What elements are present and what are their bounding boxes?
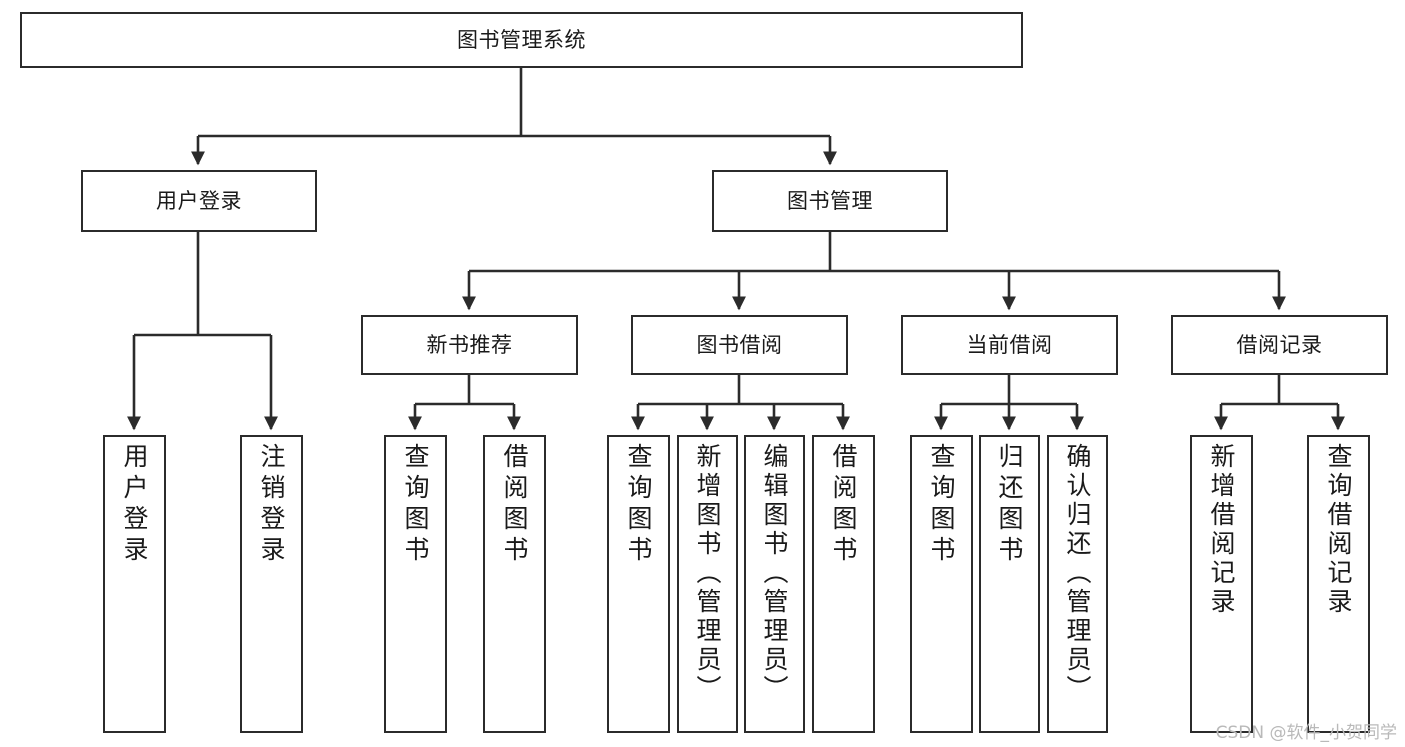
leaf-label: 确认归还（管理员） xyxy=(1063,443,1092,704)
node-root-label: 图书管理系统 xyxy=(457,27,586,52)
leaf-borrow-add-book-admin[interactable]: 新增图书（管理员） xyxy=(677,435,738,733)
leaf-new-book-query[interactable]: 查询图书 xyxy=(384,435,447,733)
leaf-user-login-login[interactable]: 用户登录 xyxy=(103,435,166,733)
leaf-records-add-record[interactable]: 新增借阅记录 xyxy=(1190,435,1253,733)
leaf-borrow-borrow-book[interactable]: 借阅图书 xyxy=(812,435,875,733)
node-root[interactable]: 图书管理系统 xyxy=(20,12,1023,68)
leaf-label: 借阅图书 xyxy=(829,443,858,567)
leaf-label: 查询图书 xyxy=(624,443,653,567)
node-book-management-label: 图书管理 xyxy=(787,188,873,213)
node-user-login-label: 用户登录 xyxy=(156,188,242,213)
leaf-current-return-book[interactable]: 归还图书 xyxy=(979,435,1040,733)
node-current-borrow-label: 当前借阅 xyxy=(966,332,1053,357)
leaf-records-query-record[interactable]: 查询借阅记录 xyxy=(1307,435,1370,733)
leaf-label: 新增图书（管理员） xyxy=(693,443,722,704)
leaf-label: 查询图书 xyxy=(927,443,956,567)
watermark: CSDN @软件_小贺同学 xyxy=(1215,723,1397,743)
node-borrow-records-label: 借阅记录 xyxy=(1236,332,1323,357)
leaf-label: 用户登录 xyxy=(120,443,149,567)
node-book-management[interactable]: 图书管理 xyxy=(712,170,948,232)
node-user-login[interactable]: 用户登录 xyxy=(81,170,317,232)
node-borrow-records[interactable]: 借阅记录 xyxy=(1171,315,1388,375)
leaf-label: 借阅图书 xyxy=(500,443,529,567)
leaf-current-query-book[interactable]: 查询图书 xyxy=(910,435,973,733)
leaf-label: 注销登录 xyxy=(257,443,286,567)
node-book-borrow-label: 图书借阅 xyxy=(696,332,783,357)
leaf-new-book-borrow[interactable]: 借阅图书 xyxy=(483,435,546,733)
leaf-current-confirm-return-admin[interactable]: 确认归还（管理员） xyxy=(1047,435,1108,733)
leaf-label: 查询图书 xyxy=(401,443,430,567)
leaf-label: 编辑图书（管理员） xyxy=(760,443,789,704)
node-new-book-recommend[interactable]: 新书推荐 xyxy=(361,315,578,375)
node-book-borrow[interactable]: 图书借阅 xyxy=(631,315,848,375)
leaf-user-login-logout[interactable]: 注销登录 xyxy=(240,435,303,733)
leaf-borrow-edit-book-admin[interactable]: 编辑图书（管理员） xyxy=(744,435,805,733)
leaf-label: 新增借阅记录 xyxy=(1207,443,1236,617)
node-current-borrow[interactable]: 当前借阅 xyxy=(901,315,1118,375)
node-new-book-recommend-label: 新书推荐 xyxy=(426,332,513,357)
leaf-label: 归还图书 xyxy=(995,443,1024,567)
leaf-borrow-query-book[interactable]: 查询图书 xyxy=(607,435,670,733)
leaf-label: 查询借阅记录 xyxy=(1324,443,1353,617)
